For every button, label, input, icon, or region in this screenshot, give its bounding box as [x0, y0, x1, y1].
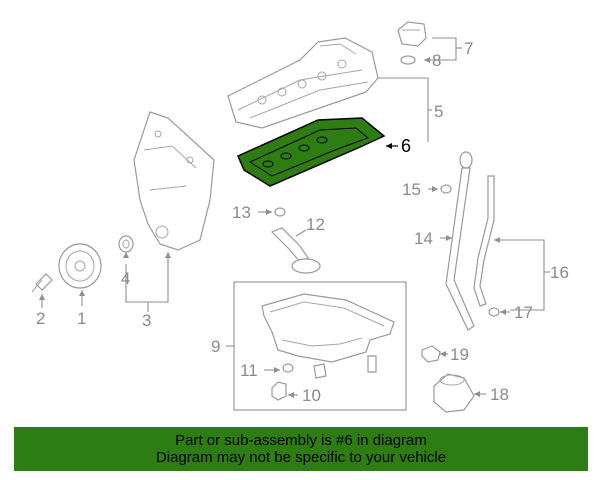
callout-4: 4 — [121, 269, 130, 288]
callout-16: 16 — [550, 263, 569, 282]
callout-15: 15 — [402, 180, 421, 199]
valve-cover[interactable] — [227, 37, 379, 129]
callout-1: 1 — [77, 309, 86, 328]
callout-3: 3 — [142, 311, 151, 330]
crank-seal[interactable] — [118, 235, 134, 253]
callout-14: 14 — [414, 229, 433, 248]
banner-line-2: Diagram may not be specific to your vehi… — [155, 449, 447, 466]
tube-o-ring[interactable] — [488, 307, 500, 317]
callout-8: 8 — [432, 51, 441, 70]
callout-11: 11 — [240, 361, 258, 380]
info-banner: Part or sub-assembly is #6 in diagram Di… — [14, 427, 588, 471]
pickup-tube[interactable] — [270, 227, 321, 274]
crankshaft-pulley[interactable] — [58, 243, 102, 289]
drain-plug[interactable] — [271, 381, 287, 401]
cap-seal[interactable] — [400, 55, 416, 65]
callout-9: 9 — [211, 337, 220, 356]
callout-7: 7 — [464, 39, 473, 58]
banner-line-1: Part or sub-assembly is #6 in diagram — [175, 432, 427, 449]
oil-pan[interactable] — [261, 293, 395, 363]
callout-18: 18 — [490, 385, 509, 404]
oil-filter[interactable] — [433, 373, 475, 413]
filter-fitting[interactable] — [421, 345, 441, 363]
drain-plug-gasket[interactable] — [282, 363, 294, 373]
callout-17: 17 — [514, 303, 533, 322]
callout-2: 2 — [36, 309, 45, 328]
callout-19: 19 — [450, 345, 469, 364]
dipstick-seal[interactable] — [440, 184, 452, 194]
callout-13: 13 — [232, 203, 251, 222]
pulley-bolt[interactable] — [31, 273, 53, 293]
dipstick[interactable] — [445, 151, 475, 331]
dipstick-tube[interactable] — [473, 175, 495, 307]
timing-cover[interactable] — [133, 111, 215, 251]
callout-10: 10 — [302, 386, 321, 405]
leader-arrows — [39, 57, 506, 398]
callout-5: 5 — [434, 102, 443, 121]
oil-pan-fitting[interactable] — [313, 355, 377, 379]
callout-12: 12 — [306, 215, 325, 234]
oil-filler-cap[interactable] — [397, 21, 427, 47]
pickup-o-ring[interactable] — [274, 207, 286, 217]
valve-cover-gasket[interactable] — [237, 117, 386, 187]
callout-6: 6 — [401, 136, 411, 156]
